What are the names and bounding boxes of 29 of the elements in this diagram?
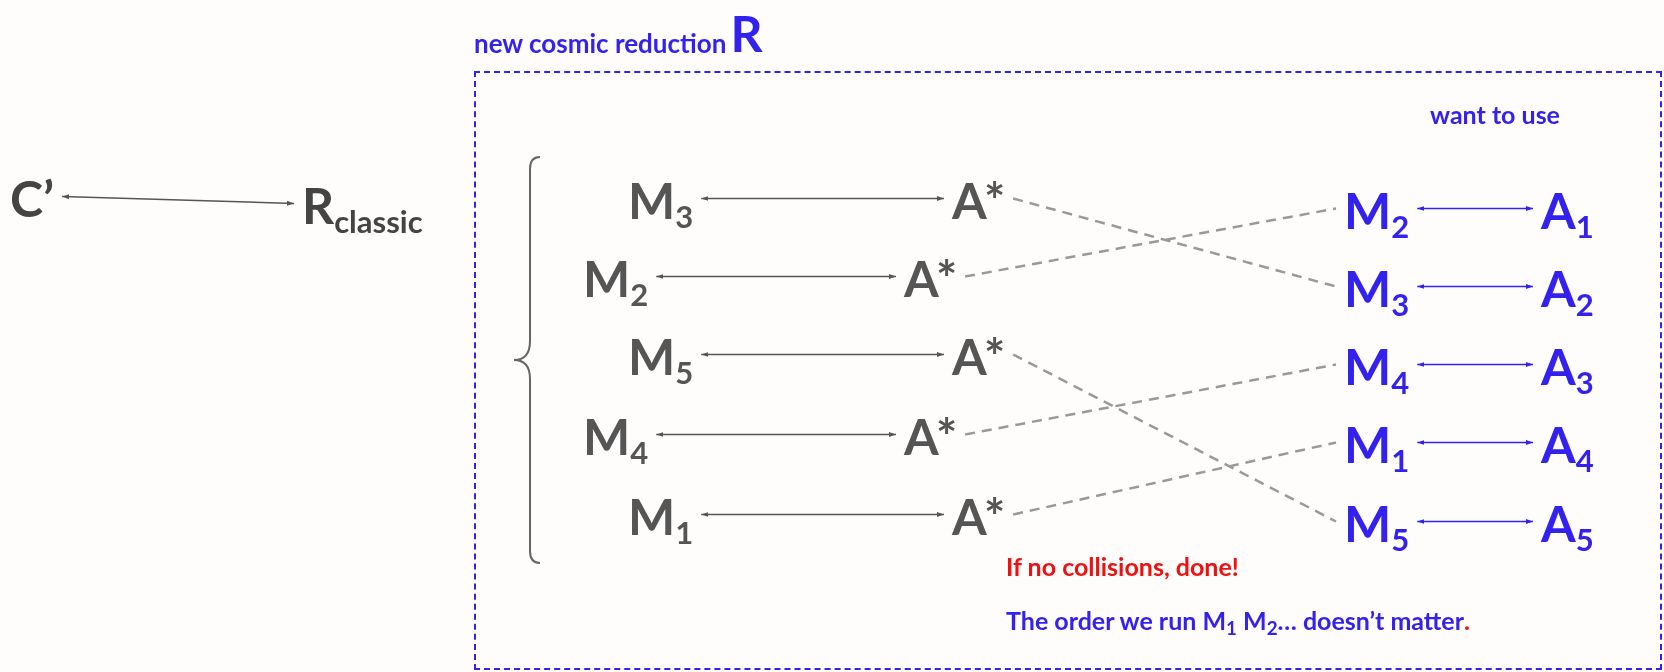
arrow — [700, 196, 945, 201]
note-text: The order we run M$_{1}$ M$_{2}$… doesn’t matter — [1006, 607, 1465, 633]
connector-line — [964, 207, 1337, 278]
math-symbol: A* — [952, 331, 1006, 381]
connector-line — [1012, 353, 1337, 523]
note-text: If no collisions, done! — [1006, 553, 1239, 579]
arrow — [700, 352, 945, 357]
arrow — [61, 194, 295, 206]
arrow — [655, 274, 897, 279]
math-symbol: A* — [952, 491, 1006, 541]
arrow — [1416, 284, 1534, 289]
math-symbol: A* — [904, 411, 958, 461]
connector-line — [1012, 197, 1337, 288]
math-symbol: A* — [904, 253, 958, 303]
arrow — [1416, 206, 1534, 211]
punctuation-mark: . — [1464, 607, 1470, 633]
math-symbol: C’ — [10, 173, 55, 223]
arrow — [655, 432, 897, 437]
note-text: want to use — [1430, 101, 1560, 127]
arrow — [1416, 362, 1534, 367]
region-title: new cosmic reduction — [474, 28, 727, 58]
arrow — [1416, 519, 1534, 524]
connector-line — [1012, 441, 1337, 516]
arrow — [700, 512, 945, 517]
connector-line — [964, 363, 1337, 436]
math-symbol: A* — [952, 175, 1006, 225]
region-symbol: R — [730, 8, 763, 58]
dashed-region — [474, 71, 1662, 670]
arrow — [1416, 440, 1534, 445]
